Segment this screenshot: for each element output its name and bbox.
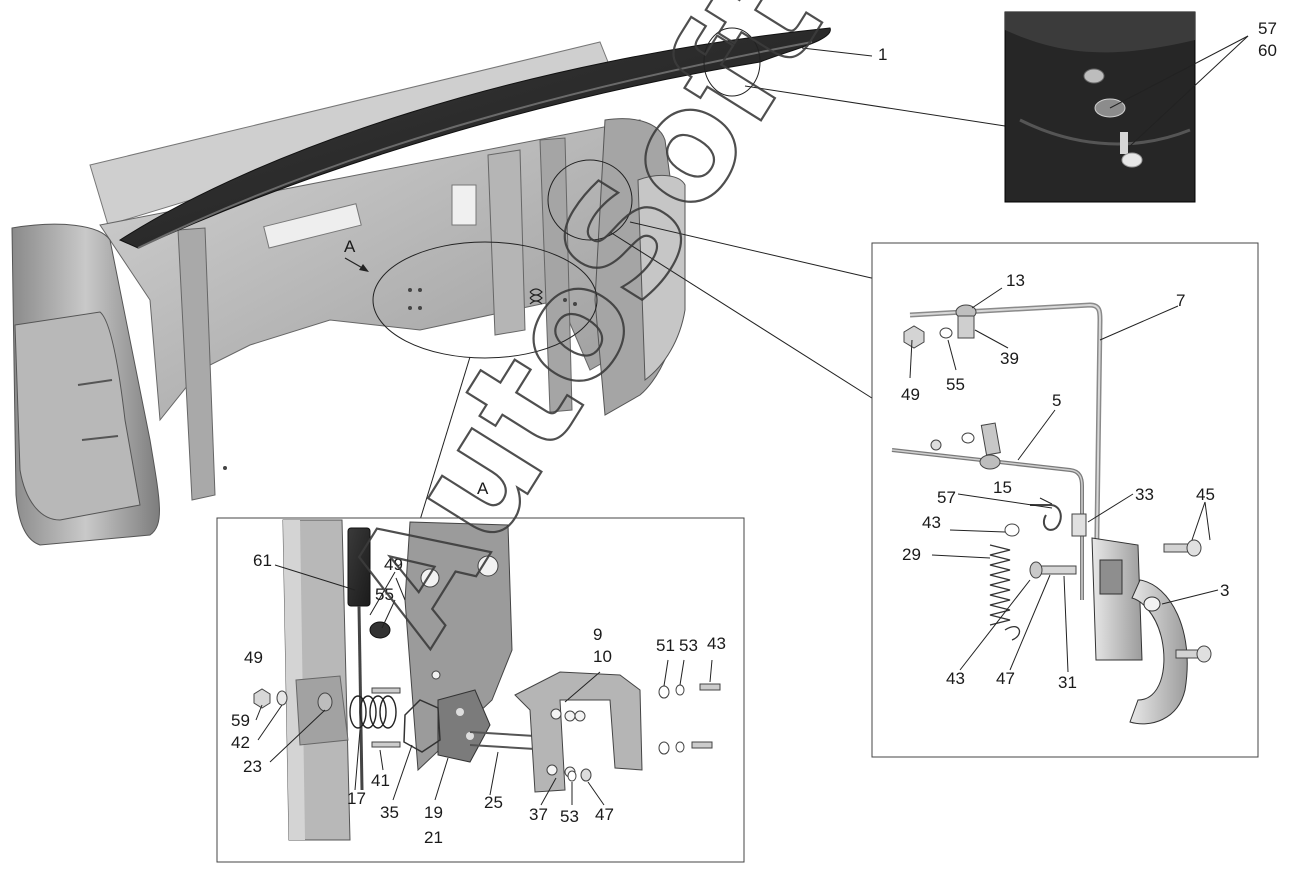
side-deflector-left-rib [77,379,113,386]
detail-a-inset: A [216,479,745,863]
label-57-photo: 57 [1258,19,1277,38]
hood-panel [118,27,831,249]
label-53-detail-bottom: 53 [560,807,579,826]
gasket-35 [403,699,441,753]
frame-bolts [223,288,577,470]
link-33 [1071,513,1087,537]
callout-ellipse-hood [703,27,761,97]
latch-inset: 13 7 49 55 39 5 15 57 33 45 43 29 3 43 4… [871,242,1259,758]
spring-17 [349,695,397,729]
label-13: 13 [1006,271,1025,290]
washer-55 [939,327,953,339]
main-cab-assembly: A 1 [11,27,887,546]
leader-57-60a [1109,35,1249,109]
label-43-latch-lower: 43 [946,669,965,688]
plate-19 [437,689,491,763]
label-5: 5 [1052,391,1061,410]
label-57-latch: 57 [937,488,956,507]
side-deflector-left-rib [81,435,119,441]
side-deflector-left-insert [14,311,141,521]
photo-bolt-shank [1120,132,1128,154]
label-49-latch: 49 [901,385,920,404]
view-marker-a: A [344,237,356,256]
label-39: 39 [1000,349,1019,368]
detail-a-title: A [477,479,489,498]
label-3: 3 [1220,581,1229,600]
label-35: 35 [380,803,399,822]
label-1: 1 [878,45,887,64]
label-45: 45 [1196,485,1215,504]
label-41: 41 [371,771,390,790]
label-25: 25 [484,793,503,812]
label-9: 9 [593,625,602,644]
label-19: 19 [424,803,443,822]
label-33: 33 [1135,485,1154,504]
leader-1 [801,47,873,57]
latch-leaders [909,287,1219,673]
label-43-latch-upper: 43 [922,513,941,532]
label-55-detail: 55 [375,585,394,604]
hood-edge [137,41,813,249]
nut-49-detail [253,688,271,709]
label-47-latch: 47 [996,669,1015,688]
nut-49 [903,325,925,349]
label-55-latch: 55 [946,375,965,394]
photo-inset [1004,11,1196,203]
callout-ellipse-latch [547,159,633,241]
label-59: 59 [231,711,250,730]
frame-window-square [451,184,477,226]
connector-detail-a [419,356,471,521]
label-49-detail-left: 49 [244,648,263,667]
label-49-detail-top: 49 [384,555,403,574]
bracket-39 [957,315,975,339]
frame-leg-left [177,227,216,501]
label-53-detail-top: 53 [679,636,698,655]
label-47-detail: 47 [595,805,614,824]
label-61: 61 [253,551,272,570]
photo-bolt-head [1121,152,1143,168]
bracket-9 [514,671,643,793]
hook-lever-3 [1129,579,1188,725]
frame-window-slot [263,203,362,249]
label-37: 37 [529,805,548,824]
label-21: 21 [424,828,443,847]
label-7: 7 [1176,291,1185,310]
spring-29 [989,544,1011,626]
label-60: 60 [1258,41,1277,60]
callout-ellipse-a [372,241,598,359]
label-17: 17 [347,789,366,808]
leader-57-60b [1129,35,1249,147]
detail-leaders [255,564,713,806]
connector-latch-inset-b [629,221,881,281]
label-15: 15 [993,478,1012,497]
photo-hole [1083,68,1105,84]
label-29: 29 [902,545,921,564]
connector-latch-inset-a [609,231,876,401]
connector-hood-inset [744,85,1006,127]
label-23: 23 [243,757,262,776]
label-51: 51 [656,636,675,655]
label-43-detail: 43 [707,634,726,653]
view-marker-arrowhead [359,264,369,272]
label-42: 42 [231,733,250,752]
label-10: 10 [593,647,612,666]
spring-main [529,288,543,305]
pin-57 [1030,504,1062,531]
label-31: 31 [1058,673,1077,692]
rod-25 [469,731,536,737]
